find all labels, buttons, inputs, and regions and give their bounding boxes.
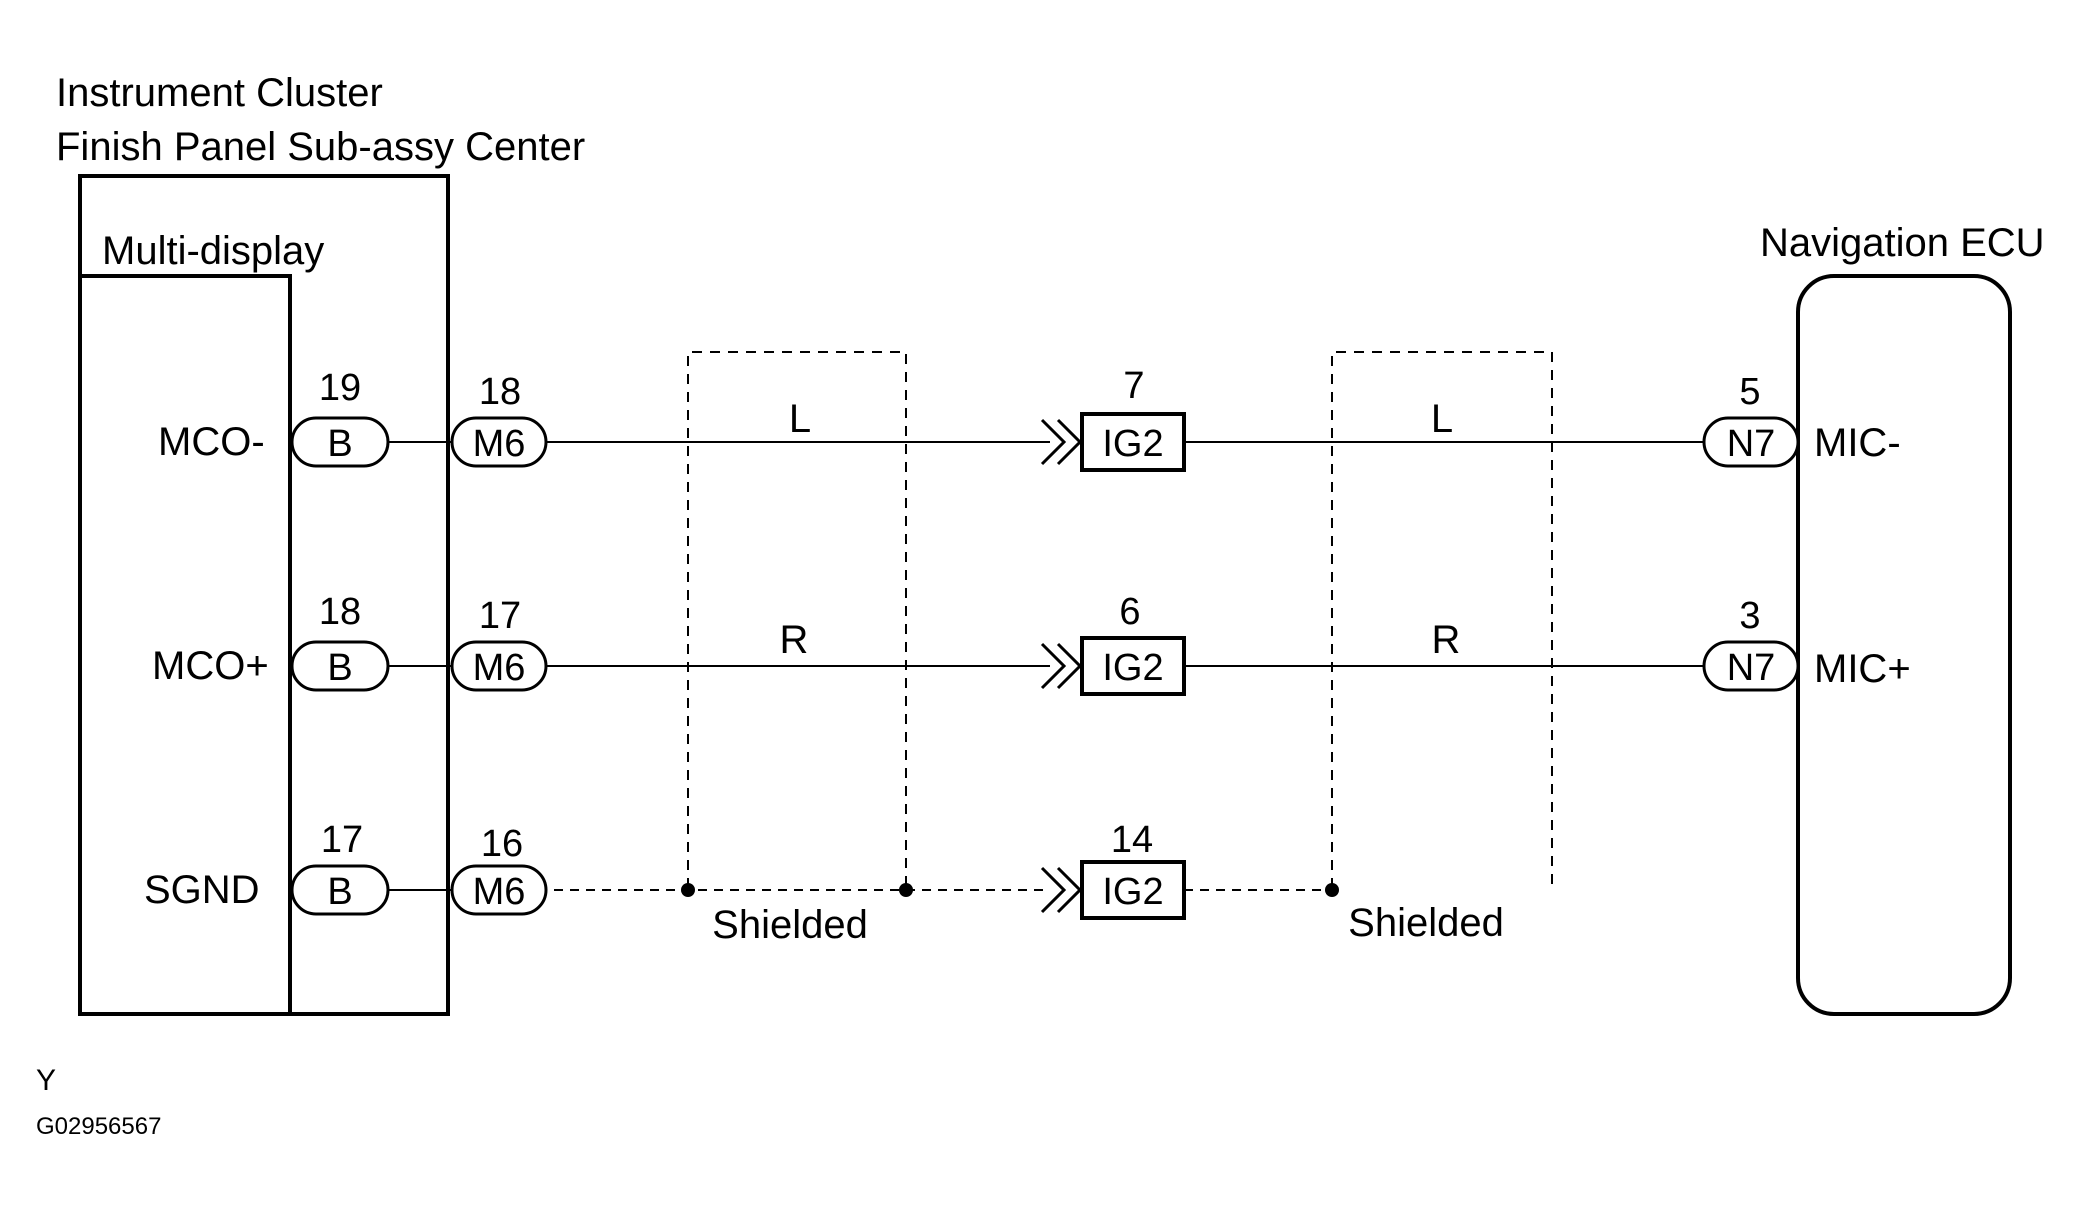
left-shield-label: Shielded [712,903,868,947]
nav-ecu-title: Navigation ECU [1760,221,2045,265]
ig2-pin-number: 6 [1119,591,1140,633]
figure-id: G02956567 [36,1113,161,1140]
m6-connector [450,640,548,692]
m6-pin-number: 17 [479,595,521,637]
ecu-signal-label: MIC- [1814,421,1901,465]
diagram-code-letter: Y [36,1064,56,1097]
b-connector-label: B [327,871,352,913]
circuit-sgnd: SGND 17 B 16 M6 14 IG2 [144,819,1339,920]
n7-connector-label: N7 [1727,647,1776,689]
ig2-connector-label: IG2 [1102,423,1163,465]
circuit-mco-minus: MCO- 19 B 18 M6 L 7 IG2 L 5 N7 MIC- [158,365,1901,472]
wire-color-right: L [1431,397,1453,441]
ig2-chevron-icon [1040,866,1083,914]
right-shield-label: Shielded [1348,901,1504,945]
shield-junction-dot [899,883,913,897]
multi-display-title: Multi-display [102,229,324,273]
ig2-connector [1080,636,1186,696]
shield-junction-dot [1325,883,1339,897]
wire-color-left: L [789,397,811,441]
m6-connector-label: M6 [473,871,526,913]
b-connector-label: B [327,647,352,689]
b-connector [290,640,390,692]
wire-color-right: R [1432,618,1461,662]
cluster-title-line2: Finish Panel Sub-assy Center [56,125,585,169]
ig2-pin-number: 14 [1111,819,1153,861]
b-connector [290,416,390,468]
m6-pin-number: 18 [479,371,521,413]
signal-label: SGND [144,868,260,912]
b-connector-label: B [327,423,352,465]
ig2-connector [1080,412,1186,472]
wire-color-left: R [780,618,809,662]
ig2-connector-label: IG2 [1102,871,1163,913]
cluster-title-line1: Instrument Cluster [56,71,383,115]
ig2-connector-label: IG2 [1102,647,1163,689]
b-connector [290,864,390,916]
n7-connector [1702,640,1800,692]
shield-junction-dot [681,883,695,897]
ecu-signal-label: MIC+ [1814,647,1911,691]
b-pin-number: 18 [319,591,361,633]
ig2-pin-number: 7 [1123,365,1144,407]
b-pin-number: 17 [321,819,363,861]
n7-connector [1702,416,1800,468]
b-pin-number: 19 [319,367,361,409]
ig2-connector [1080,860,1186,920]
m6-connector [450,416,548,468]
m6-connector-label: M6 [473,647,526,689]
m6-connector [450,864,548,916]
m6-pin-number: 16 [481,823,523,865]
m6-connector-label: M6 [473,423,526,465]
multi-display-box [80,274,292,1014]
signal-label: MCO- [158,420,265,464]
signal-label: MCO+ [152,644,269,688]
n7-connector-label: N7 [1727,423,1776,465]
instrument-cluster-box [78,174,450,1016]
n7-pin-number: 3 [1739,595,1760,637]
navigation-ecu-box [1796,274,2012,1016]
circuit-mco-plus: MCO+ 18 B 17 M6 R 6 IG2 R 3 N7 MIC+ [152,591,1911,696]
n7-pin-number: 5 [1739,371,1760,413]
